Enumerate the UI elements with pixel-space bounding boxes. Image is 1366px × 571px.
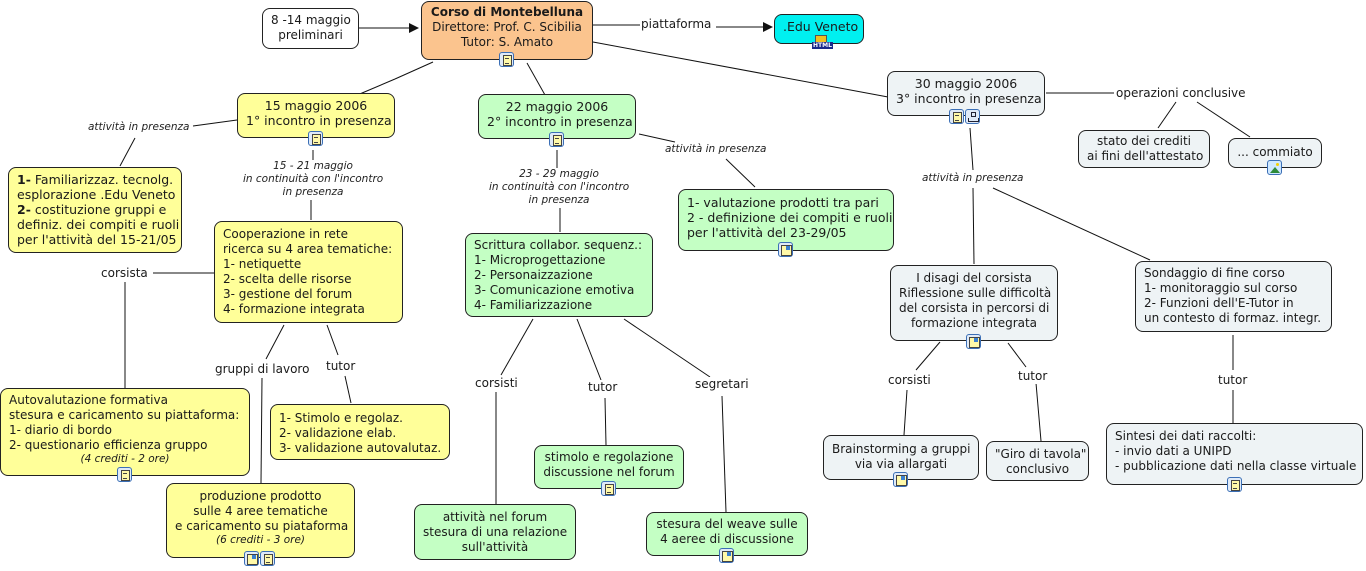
- edge: [969, 127, 974, 171]
- document-icon[interactable]: [499, 52, 514, 67]
- edge: [119, 137, 136, 167]
- edge: [915, 341, 941, 371]
- edge: [344, 375, 352, 404]
- document-icon[interactable]: [549, 132, 564, 147]
- link-attivita-presenza-2: attività in presenza: [665, 143, 767, 156]
- edge: [1007, 342, 1027, 368]
- edge: [623, 318, 711, 378]
- document-icon[interactable]: [1227, 477, 1242, 492]
- html-icon[interactable]: [812, 35, 833, 50]
- link-operazioni-conclusive: operazioni conclusive: [1116, 86, 1246, 101]
- document-icon[interactable]: [949, 109, 964, 124]
- edge: [972, 187, 975, 265]
- credits-note: (6 crediti - 3 ore): [215, 534, 306, 546]
- node-disagi-corsista[interactable]: I disagi del corsista Riflessione sulle …: [890, 265, 1058, 341]
- edge: [192, 119, 238, 127]
- edge: [265, 324, 285, 360]
- document-icon[interactable]: [601, 481, 616, 496]
- edge: [394, 61, 434, 80]
- node-stimolo-regolazione[interactable]: 1- Stimolo e regolaz. 2- validazione ela…: [270, 404, 450, 460]
- document-icon[interactable]: [260, 551, 275, 566]
- link-tutor-1: tutor: [326, 359, 356, 374]
- node-familiarizzazione[interactable]: 1- Familiarizzaz. tecnolg. esplorazione …: [8, 167, 182, 253]
- node-valutazione-prodotti[interactable]: 1- valutazione prodotti tra pari 2 - def…: [678, 189, 894, 251]
- node-cooperazione[interactable]: Cooperazione in rete ricerca su 4 area t…: [214, 221, 403, 323]
- edge: [725, 158, 756, 188]
- node-incontro-1[interactable]: 15 maggio 2006 1° incontro in presenza: [237, 93, 395, 138]
- edge: [992, 187, 1151, 261]
- root-title: Corso di Montebelluna: [430, 5, 584, 19]
- node-produzione-prodotto[interactable]: produzione prodotto sulle 4 aree tematic…: [166, 483, 355, 558]
- edge: [604, 397, 607, 446]
- picture-icon[interactable]: [1267, 160, 1282, 175]
- node-stato-crediti[interactable]: stato dei crediti ai fini dell'attestato: [1078, 130, 1210, 168]
- image-document-icon[interactable]: [778, 242, 793, 257]
- node-corso-montebelluna[interactable]: Corso di Montebelluna Direttore: Prof. C…: [421, 1, 593, 60]
- link-tutor-4: tutor: [1218, 373, 1248, 388]
- image-document-icon[interactable]: [244, 551, 259, 566]
- link-attivita-presenza-3: attività in presenza: [922, 172, 1024, 185]
- link-continuita-1: 15 - 21 maggio in continuità con l'incon…: [243, 160, 384, 199]
- node-incontro-2[interactable]: 22 maggio 2006 2° incontro in presenza: [478, 94, 636, 139]
- node-attivita-forum[interactable]: attività nel forum stesura di una relazi…: [414, 504, 576, 560]
- hierarchy-icon[interactable]: [965, 109, 980, 124]
- edge: [592, 41, 889, 98]
- link-attivita-presenza-1: attività in presenza: [88, 121, 190, 134]
- edge: [1157, 101, 1177, 129]
- link-continuita-2: 23 - 29 maggio in continuità con l'incon…: [489, 168, 630, 207]
- credits-note: (4 crediti - 2 ore): [80, 453, 170, 465]
- link-corsista: corsista: [101, 266, 148, 281]
- edge: [1196, 101, 1251, 138]
- edge: [500, 318, 534, 376]
- link-piattaforma: piattaforma: [641, 17, 712, 32]
- edge: [1035, 382, 1042, 442]
- node-sondaggio[interactable]: Sondaggio di fine corso 1- monitoraggio …: [1135, 261, 1332, 332]
- node-sintesi-dati[interactable]: Sintesi dei dati raccolti: - invio dati …: [1106, 423, 1363, 485]
- link-corsisti-3: corsisti: [888, 373, 931, 388]
- edge: [576, 318, 602, 381]
- node-stesura-weave[interactable]: stesura del weave sulle 4 aeree di discu…: [646, 512, 808, 556]
- image-document-icon[interactable]: [893, 472, 908, 487]
- node-preliminari[interactable]: 8 -14 maggio preliminari: [262, 8, 359, 49]
- node-autovalutazione[interactable]: Autovalutazione formativa stesura e cari…: [0, 388, 250, 476]
- link-tutor-3: tutor: [1018, 369, 1048, 384]
- edge: [326, 324, 339, 356]
- edge: [638, 133, 676, 143]
- node-scrittura-collaborativa[interactable]: Scrittura collabor. sequenz.: 1- Micropr…: [465, 233, 653, 317]
- image-document-icon[interactable]: [719, 548, 734, 563]
- edge: [526, 62, 546, 96]
- edge: [721, 395, 727, 513]
- node-giro-di-tavola[interactable]: "Giro di tavola" conclusivo: [986, 441, 1089, 481]
- image-document-icon[interactable]: [966, 334, 981, 349]
- edge: [260, 377, 263, 484]
- link-tutor-2: tutor: [588, 380, 618, 395]
- document-icon[interactable]: [117, 467, 132, 482]
- link-corsisti-2: corsisti: [475, 376, 518, 391]
- link-segretari: segretari: [695, 377, 749, 392]
- edge: [903, 389, 908, 436]
- link-gruppi-di-lavoro: gruppi di lavoro: [215, 362, 310, 377]
- document-icon[interactable]: [308, 131, 323, 146]
